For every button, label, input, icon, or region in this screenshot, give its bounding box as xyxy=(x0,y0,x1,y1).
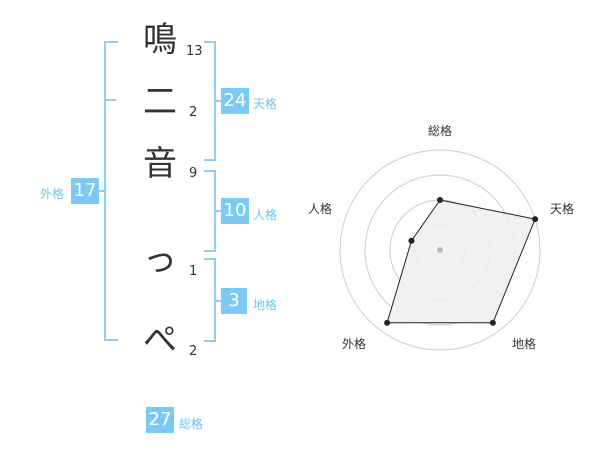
radar-label-jinkaku: 人格 xyxy=(308,202,333,216)
stroke-count-4: 1 xyxy=(189,264,198,279)
name-char-5: ぺ xyxy=(143,320,177,360)
tenkaku-connector xyxy=(214,100,222,102)
radar-point-1 xyxy=(437,197,443,203)
stroke-count-5: 2 xyxy=(189,344,198,359)
radar-center-dot xyxy=(437,247,443,253)
name-char-1: 鳴 xyxy=(143,20,177,60)
radar-series-polygon xyxy=(386,199,536,324)
radar-point-3 xyxy=(489,319,496,326)
stroke-count-2: 2 xyxy=(189,105,198,120)
name-char-3: 音 xyxy=(143,144,177,184)
radar-label-soukaku: 総格 xyxy=(428,124,453,138)
tenkaku-value-badge: 24 xyxy=(221,88,249,114)
jinkaku-value-badge: 10 xyxy=(221,198,249,224)
radar-point-4 xyxy=(384,319,391,326)
bracket-tick xyxy=(104,99,116,101)
stroke-count-3: 9 xyxy=(189,166,198,181)
radar-label-tenkaku: 天格 xyxy=(550,202,575,216)
radar-chart xyxy=(339,149,541,351)
soukaku-value-badge: 27 xyxy=(146,407,174,433)
stroke-count-1: 13 xyxy=(186,44,203,59)
name-char-2: 二 xyxy=(143,82,177,122)
chikaku-value-badge: 3 xyxy=(221,288,247,314)
jinkaku-label: 人格 xyxy=(253,208,278,222)
tenkaku-label: 天格 xyxy=(253,97,278,111)
radar-ring xyxy=(339,149,541,351)
radar-label-chikaku: 地格 xyxy=(512,337,537,351)
chikaku-connector xyxy=(214,300,222,302)
radar-point-2 xyxy=(532,216,539,223)
gaikaku-connector xyxy=(98,190,104,192)
chikaku-label: 地格 xyxy=(253,298,278,312)
gaikaku-label: 外格 xyxy=(40,187,65,201)
jinkaku-connector xyxy=(214,210,222,212)
gaikaku-value-badge: 17 xyxy=(71,178,99,204)
soukaku-label: 総格 xyxy=(179,417,204,431)
name-char-4: っ xyxy=(143,240,177,280)
gaikaku-bracket xyxy=(104,41,118,341)
radar-label-gaikaku: 外格 xyxy=(342,337,367,351)
radar-point-5 xyxy=(408,237,415,244)
